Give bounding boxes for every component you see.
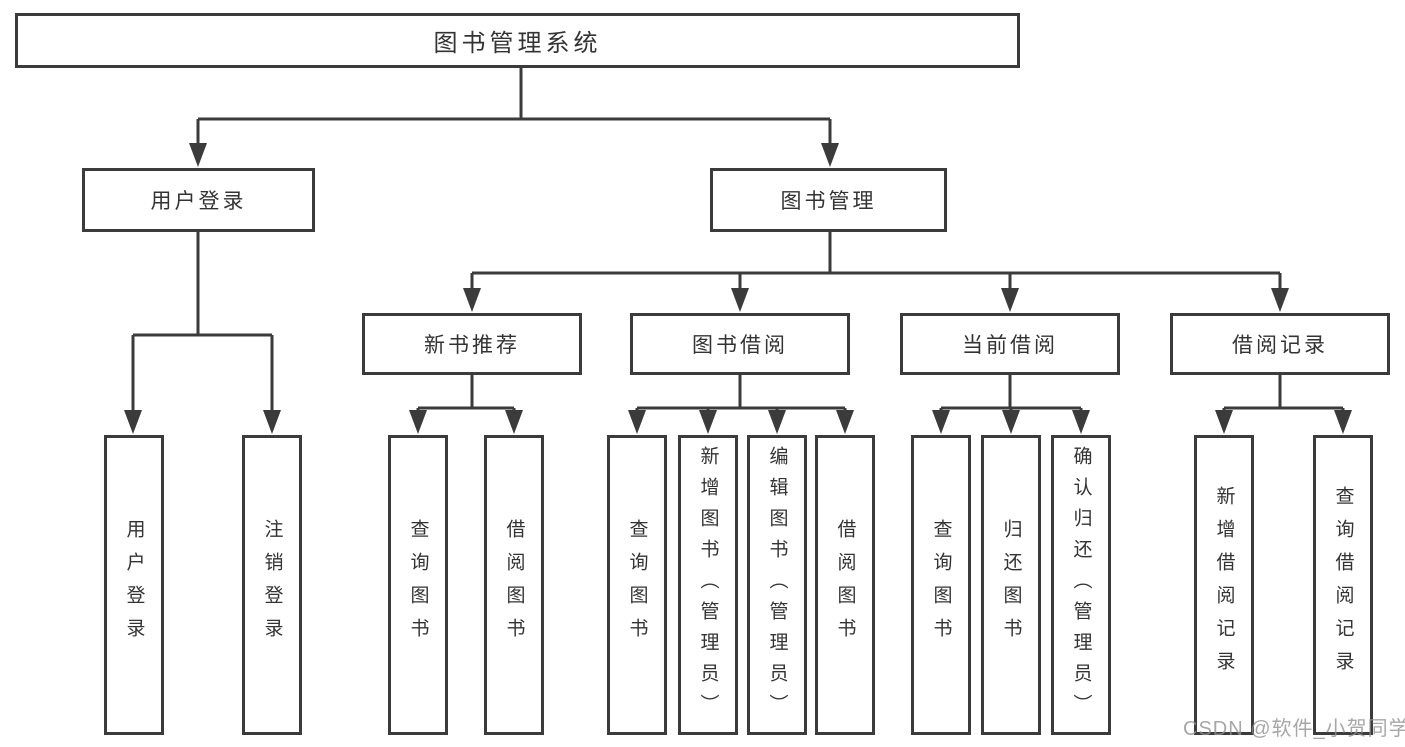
leaf-add-borrow-record: 新增借阅记录 [1194,435,1254,735]
leaf-borrow-books-2-label: 借阅图书 [834,519,856,651]
leaf-query-books-1: 查询图书 [388,435,448,735]
leaf-user-login: 用户登录 [104,435,164,735]
leaf-query-books-3-label: 查询图书 [930,519,952,651]
node-user-login-label: 用户登录 [150,190,247,213]
leaf-add-books-admin-label: 新增图书（管理员） [697,445,719,725]
leaf-query-books-1-label: 查询图书 [407,519,429,651]
node-new-book-recommend: 新书推荐 [362,313,582,375]
leaf-borrow-books-1: 借阅图书 [484,435,544,735]
node-borrow-record: 借阅记录 [1170,313,1390,375]
node-book-management-label: 图书管理 [780,190,877,213]
node-borrow-record-label: 借阅记录 [1232,334,1328,357]
leaf-query-books-2: 查询图书 [607,435,667,735]
node-current-borrow: 当前借阅 [900,313,1120,375]
csdn-watermark: CSDN @软件_小贺同学 [1183,718,1405,740]
leaf-borrow-books-2: 借阅图书 [815,435,875,735]
leaf-confirm-return-admin: 确认归还（管理员） [1051,435,1111,735]
leaf-add-books-admin: 新增图书（管理员） [678,435,738,735]
leaf-confirm-return-admin-label: 确认归还（管理员） [1070,445,1092,725]
leaf-query-borrow-record: 查询借阅记录 [1313,435,1373,735]
leaf-user-login-label: 用户登录 [123,519,145,651]
node-new-book-recommend-label: 新书推荐 [424,334,520,357]
leaf-edit-books-admin-label: 编辑图书（管理员） [766,445,788,725]
leaf-return-books: 归还图书 [981,435,1041,735]
leaf-edit-books-admin: 编辑图书（管理员） [747,435,807,735]
leaf-return-books-label: 归还图书 [1000,519,1022,651]
leaf-query-books-3: 查询图书 [911,435,971,735]
node-book-borrow-label: 图书借阅 [692,334,788,357]
leaf-query-books-2-label: 查询图书 [626,519,648,651]
arrowheads [124,143,1352,434]
node-root-label: 图书管理系统 [433,30,602,57]
leaf-borrow-books-1-label: 借阅图书 [503,519,525,651]
node-book-management: 图书管理 [710,168,947,232]
node-user-login: 用户登录 [82,168,315,232]
leaf-query-borrow-record-label: 查询借阅记录 [1332,486,1354,684]
node-book-borrow: 图书借阅 [630,313,850,375]
leaf-add-borrow-record-label: 新增借阅记录 [1213,486,1235,684]
leaf-logout: 注销登录 [242,435,302,735]
node-root: 图书管理系统 [15,13,1020,68]
node-current-borrow-label: 当前借阅 [962,334,1058,357]
leaf-logout-label: 注销登录 [261,519,283,651]
